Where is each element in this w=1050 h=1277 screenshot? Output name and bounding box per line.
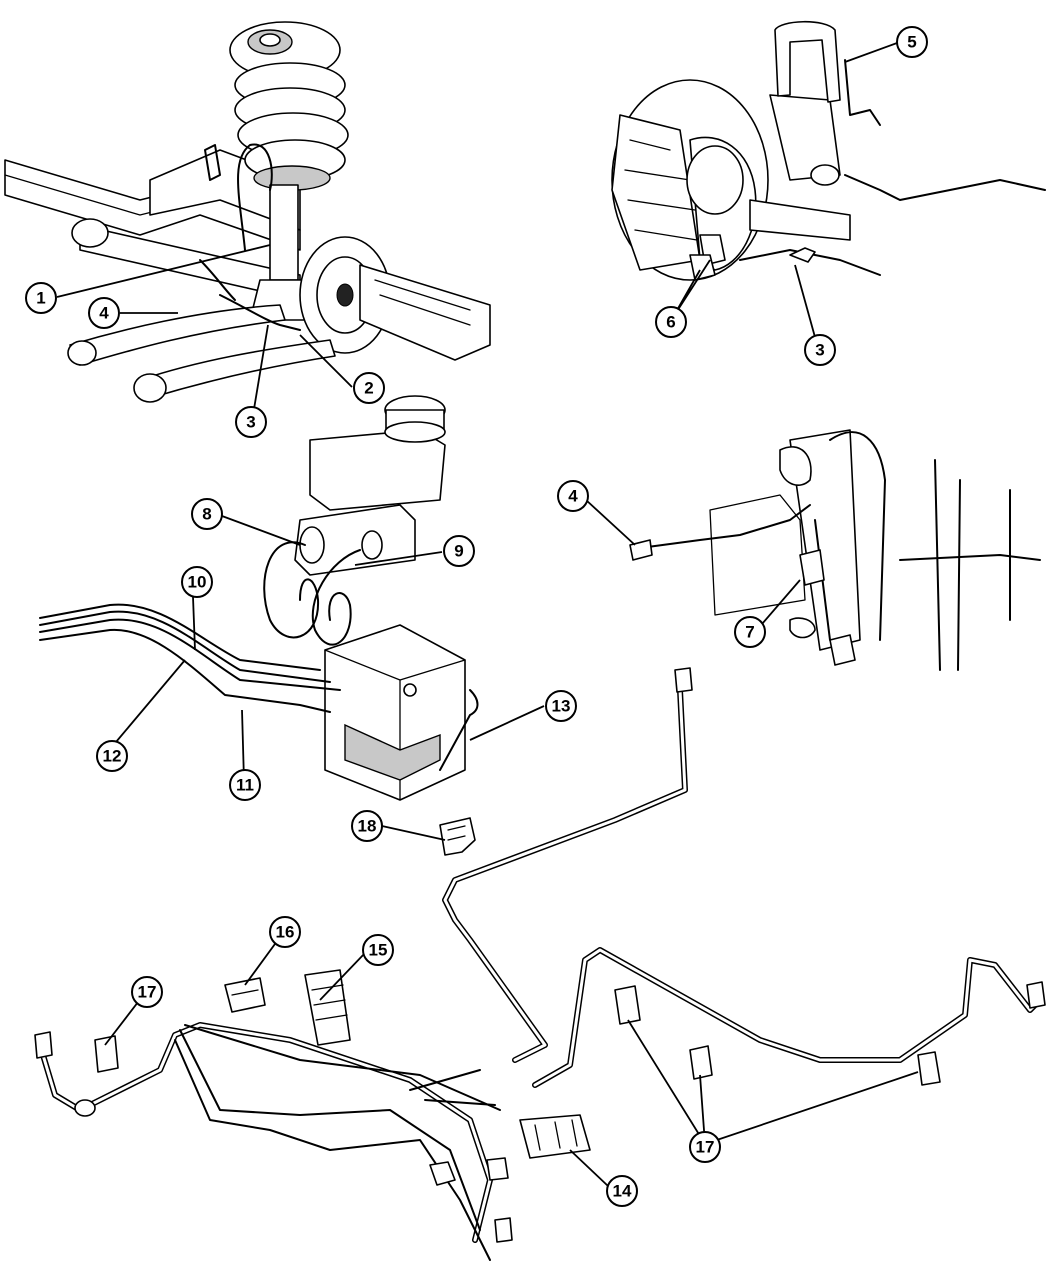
clip-17-left-illustration — [94, 1035, 119, 1073]
callout-3-front-label: 3 — [246, 413, 255, 432]
front-suspension-illustration — [4, 21, 491, 403]
callout-12-label: 12 — [103, 747, 122, 766]
callout-14: 14 — [606, 1175, 638, 1207]
master-cylinder-illustration — [39, 395, 479, 801]
callout-4-wheelwell-label: 4 — [568, 487, 578, 506]
callout-13: 13 — [545, 690, 577, 722]
callout-2: 2 — [353, 372, 385, 404]
callout-10-label: 10 — [188, 573, 207, 592]
callout-6-label: 6 — [666, 313, 675, 332]
callout-9: 9 — [443, 535, 475, 567]
clip-15-illustration — [304, 969, 351, 1046]
callout-15: 15 — [362, 934, 394, 966]
callout-12: 12 — [96, 740, 128, 772]
callout-4-wheelwell: 4 — [557, 480, 589, 512]
callout-6: 6 — [655, 306, 687, 338]
callout-11: 11 — [229, 769, 261, 801]
callout-2-label: 2 — [364, 379, 373, 398]
rear-brake-tubes-illustration — [34, 667, 1046, 1261]
callout-3-front: 3 — [235, 406, 267, 438]
callout-15-label: 15 — [369, 941, 388, 960]
callout-5: 5 — [896, 26, 928, 58]
callout-1-label: 1 — [36, 289, 45, 308]
callout-10: 10 — [181, 566, 213, 598]
callout-17-left-label: 17 — [138, 983, 157, 1002]
callout-4-front: 4 — [88, 297, 120, 329]
clip-18-illustration — [439, 817, 476, 856]
clip-16-illustration — [224, 977, 266, 1013]
callout-7: 7 — [734, 616, 766, 648]
callout-1: 1 — [25, 282, 57, 314]
callout-5-label: 5 — [907, 33, 916, 52]
callout-3-caliper: 3 — [804, 334, 836, 366]
callout-18: 18 — [351, 810, 383, 842]
callout-13-label: 13 — [552, 697, 571, 716]
callout-16: 16 — [269, 916, 301, 948]
caliper-knuckle-illustration — [611, 20, 1046, 281]
callout-16-label: 16 — [276, 923, 295, 942]
callout-8: 8 — [191, 498, 223, 530]
clip-17-right-illustrations — [614, 985, 941, 1086]
callout-18-label: 18 — [358, 817, 377, 836]
callout-7-label: 7 — [745, 623, 754, 642]
callout-11-label: 11 — [236, 776, 254, 795]
callout-17-left: 17 — [131, 976, 163, 1008]
callout-17-right-label: 17 — [696, 1138, 715, 1157]
callout-8-label: 8 — [202, 505, 211, 524]
callout-3-caliper-label: 3 — [815, 341, 824, 360]
wheel-well-illustration — [629, 429, 1041, 671]
callout-9-label: 9 — [454, 542, 463, 561]
clip-14-illustration — [519, 1114, 591, 1159]
callout-14-label: 14 — [613, 1182, 632, 1201]
callout-4-front-label: 4 — [99, 304, 109, 323]
callout-17-right: 17 — [689, 1131, 721, 1163]
